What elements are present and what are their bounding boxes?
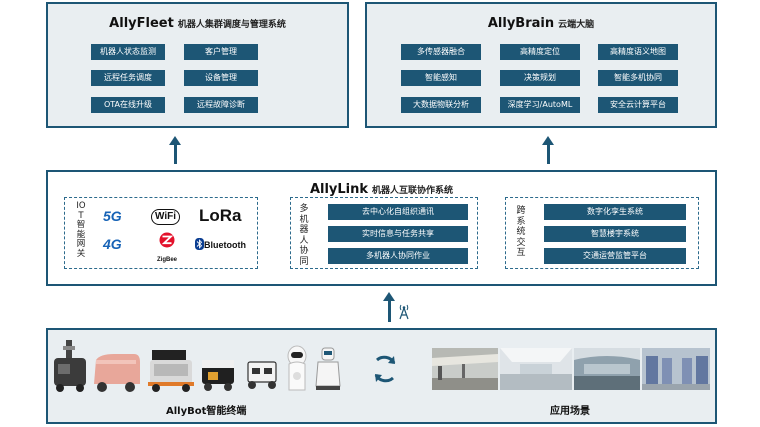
cross-item: 智慧楼宇系统	[544, 226, 686, 242]
fleet-item: 机器人状态监测	[91, 44, 165, 60]
allybrain-title-en: AllyBrain	[487, 16, 555, 31]
4g-logo: 4G	[103, 236, 122, 252]
robot-image-6	[286, 344, 308, 394]
fleet-item: 远程任务调度	[91, 70, 165, 86]
multi-robot-box: 多机器人协同 去中心化自组织通讯 实时信息与任务共享 多机器人协同作业	[290, 197, 478, 269]
fleet-item: OTA在线升级	[91, 97, 165, 113]
allybrain-title-cn: 云端大脑	[558, 20, 595, 30]
fleet-item: 远程故障诊断	[184, 97, 258, 113]
brain-item: 安全云计算平台	[598, 97, 678, 113]
iot-gateway-label: IOT智能网关	[76, 201, 86, 259]
multi-item: 多机器人协同作业	[328, 248, 468, 264]
brain-item: 多传感器融合	[401, 44, 481, 60]
cross-system-box: 跨系统交互 数字化孪生系统 智慧楼宇系统 交通运营监管平台	[505, 197, 699, 269]
bluetooth-logo-text: Bluetooth	[204, 240, 246, 250]
robot-image-7	[312, 346, 344, 392]
bluetooth-logo: Bluetooth	[195, 238, 246, 250]
scene-image-hall	[500, 348, 572, 390]
multi-item: 实时信息与任务共享	[328, 226, 468, 242]
brain-item: 决策规划	[500, 70, 580, 86]
brain-item: 大数据物联分析	[401, 97, 481, 113]
robot-image-2	[90, 352, 142, 394]
iot-gateway-box: IOT智能网关 5G WiFi LoRa 4G ZigBee Bluetooth	[64, 197, 258, 269]
fleet-item: 客户管理	[184, 44, 258, 60]
5g-logo: 5G	[103, 208, 122, 224]
allylink-title-en: AllyLink	[309, 182, 369, 197]
wifi-logo-text: WiFi	[155, 211, 177, 222]
scene-image-terminal	[574, 348, 640, 390]
robot-image-1	[52, 338, 88, 394]
antenna-icon	[399, 304, 409, 320]
allylink-title-cn: 机器人互联协作系统	[372, 186, 454, 196]
brain-item: 深度学习/AutoML	[500, 97, 580, 113]
cross-item: 交通运营监管平台	[544, 248, 686, 264]
zigbee-icon	[159, 232, 175, 248]
brain-item: 高精度语义地图	[598, 44, 678, 60]
brain-item: 智能多机协同	[598, 70, 678, 86]
zigbee-logo: ZigBee	[153, 232, 181, 266]
multi-item: 去中心化自组织通讯	[328, 204, 468, 220]
multi-robot-label: 多机器人协同	[299, 204, 309, 267]
allyfleet-title-en: AllyFleet	[109, 16, 174, 31]
allyfleet-title-cn: 机器人集群调度与管理系统	[177, 20, 286, 30]
scene-image-warehouse	[642, 348, 710, 390]
sync-cycle-icon	[374, 355, 396, 383]
cross-system-label: 跨系统交互	[516, 206, 526, 258]
fleet-item: 设备管理	[184, 70, 258, 86]
lora-logo: LoRa	[199, 206, 242, 225]
brain-item: 智能感知	[401, 70, 481, 86]
application-scenes-label: 应用场景	[550, 406, 590, 417]
robot-image-4	[200, 358, 236, 392]
bottom-panel: AllyBot智能终端 应用场景	[46, 328, 717, 424]
zigbee-logo-text: ZigBee	[156, 257, 177, 263]
bluetooth-icon	[195, 238, 204, 250]
cross-item: 数字化孪生系统	[544, 204, 686, 220]
allybot-terminal-label: AllyBot智能终端	[166, 406, 247, 417]
scene-image-airport	[432, 348, 498, 390]
brain-item: 高精度定位	[500, 44, 580, 60]
robot-image-5	[244, 360, 280, 390]
wifi-logo: WiFi	[151, 209, 181, 225]
robot-image-3	[146, 348, 196, 394]
